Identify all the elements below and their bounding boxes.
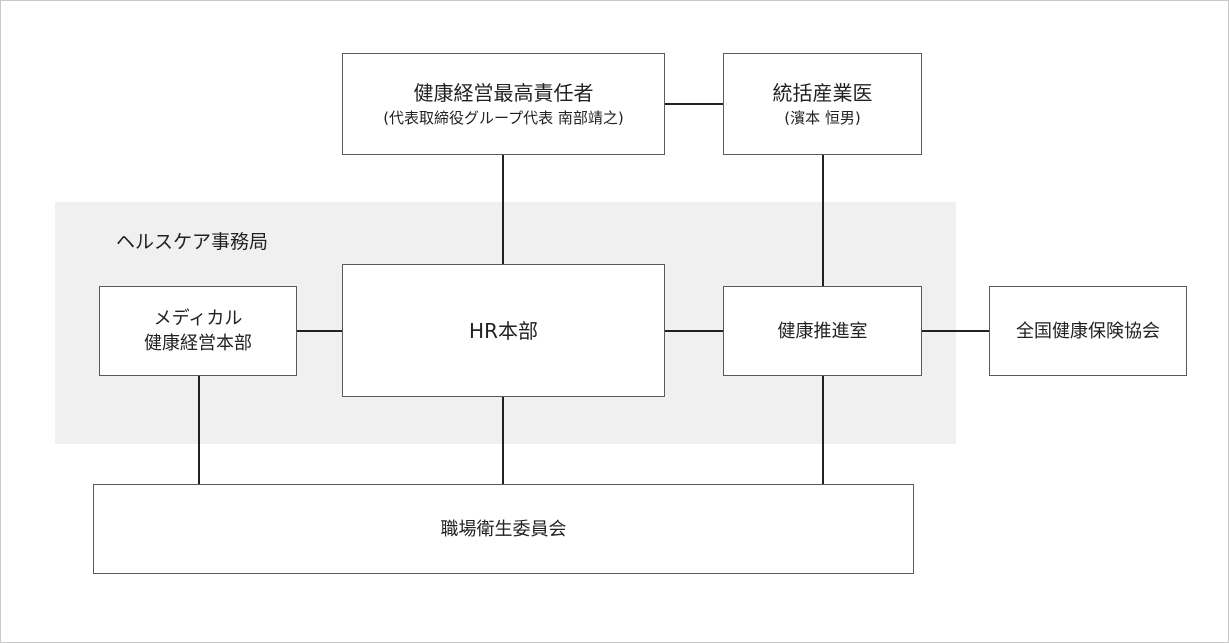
edge-hr-committee (502, 397, 504, 484)
node-health-promotion-office: 健康推進室 (723, 286, 922, 376)
edge-promotion-committee (822, 376, 824, 484)
chief-title: 健康経営最高責任者 (413, 81, 594, 105)
node-chief-industrial-physician: 統括産業医 (濱本 恒男) (723, 53, 922, 155)
doctor-title: 統括産業医 (772, 81, 873, 105)
kyokai-title: 全国健康保険協会 (1016, 320, 1160, 342)
edge-chief-hr (502, 155, 504, 264)
medical-line1: メディカル (153, 308, 243, 329)
doctor-subtitle: (濱本 恒男) (784, 109, 861, 127)
node-workplace-health-committee: 職場衛生委員会 (93, 484, 914, 574)
node-hr-hq: HR本部 (342, 264, 665, 397)
promotion-title: 健康推進室 (777, 320, 868, 342)
healthcare-office-label: ヘルスケア事務局 (116, 231, 269, 253)
edge-promotion-kyokai (921, 330, 989, 332)
edge-medical-committee (198, 376, 200, 484)
node-chief-health-officer: 健康経営最高責任者 (代表取締役グループ代表 南部靖之) (342, 53, 665, 155)
edge-medical-hr (297, 330, 342, 332)
edge-hr-promotion (665, 330, 723, 332)
edge-chief-doctor (665, 103, 723, 105)
hr-title: HR本部 (469, 318, 538, 343)
medical-line2: 健康経営本部 (144, 333, 252, 354)
edge-doctor-promotion (822, 155, 824, 286)
node-medical-health-hq: メディカル 健康経営本部 (99, 286, 297, 376)
chief-subtitle: (代表取締役グループ代表 南部靖之) (383, 109, 624, 127)
committee-title: 職場衛生委員会 (440, 518, 567, 540)
node-kyokai-kenpo: 全国健康保険協会 (989, 286, 1187, 376)
